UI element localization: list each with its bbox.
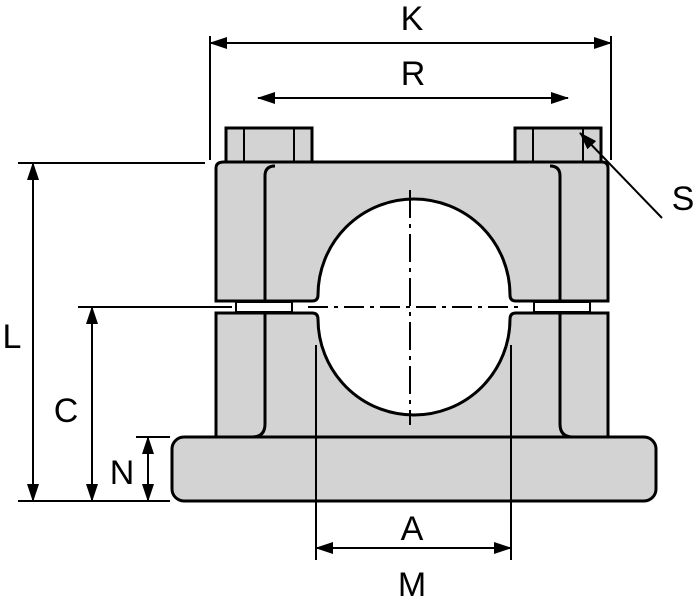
lower-left-bolt-channel <box>251 313 267 439</box>
upper-left-bolt-channel <box>263 164 276 301</box>
label-r: R <box>401 55 426 93</box>
left-bolt-head <box>224 126 314 164</box>
label-l: L <box>3 318 22 356</box>
dimension-s-leader <box>579 132 663 219</box>
lower-right-bolt-channel <box>558 313 574 439</box>
label-m: M <box>398 566 426 603</box>
upper-clamp-body <box>214 160 610 303</box>
left-joint-plate <box>235 301 293 313</box>
label-n: N <box>110 454 135 492</box>
label-k: K <box>401 0 424 38</box>
right-bolt-head <box>513 126 603 164</box>
upper-right-bolt-channel <box>549 164 562 301</box>
label-c: C <box>54 392 79 430</box>
label-a: A <box>401 510 424 548</box>
label-s: S <box>672 180 695 218</box>
right-joint-plate <box>533 301 591 313</box>
lower-clamp-body <box>214 311 610 439</box>
base-plate <box>170 435 658 503</box>
